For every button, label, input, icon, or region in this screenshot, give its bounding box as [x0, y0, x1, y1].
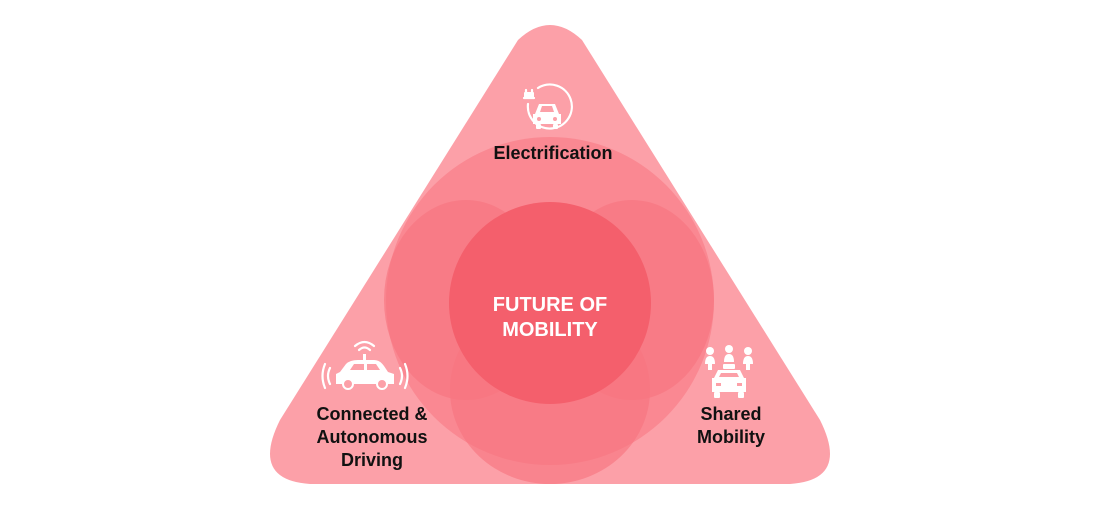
- electrification-label: Electrification: [493, 143, 612, 163]
- shared-taxi-icon: [705, 345, 753, 398]
- shared-mobility-label-line-1: Shared: [700, 404, 761, 424]
- shared-mobility-label-line-2: Mobility: [697, 427, 765, 447]
- center-title-line-2: MOBILITY: [502, 319, 598, 341]
- center-title-line-1: FUTURE OF: [493, 294, 607, 316]
- center-circle: [449, 202, 651, 404]
- autonomous-label-line-1: Connected &: [316, 404, 427, 424]
- autonomous-label-line-3: Driving: [341, 450, 403, 470]
- connected-car-icon: [321, 340, 409, 390]
- electric-car-plug-icon: [522, 83, 573, 130]
- autonomous-label-line-2: Autonomous: [317, 427, 428, 447]
